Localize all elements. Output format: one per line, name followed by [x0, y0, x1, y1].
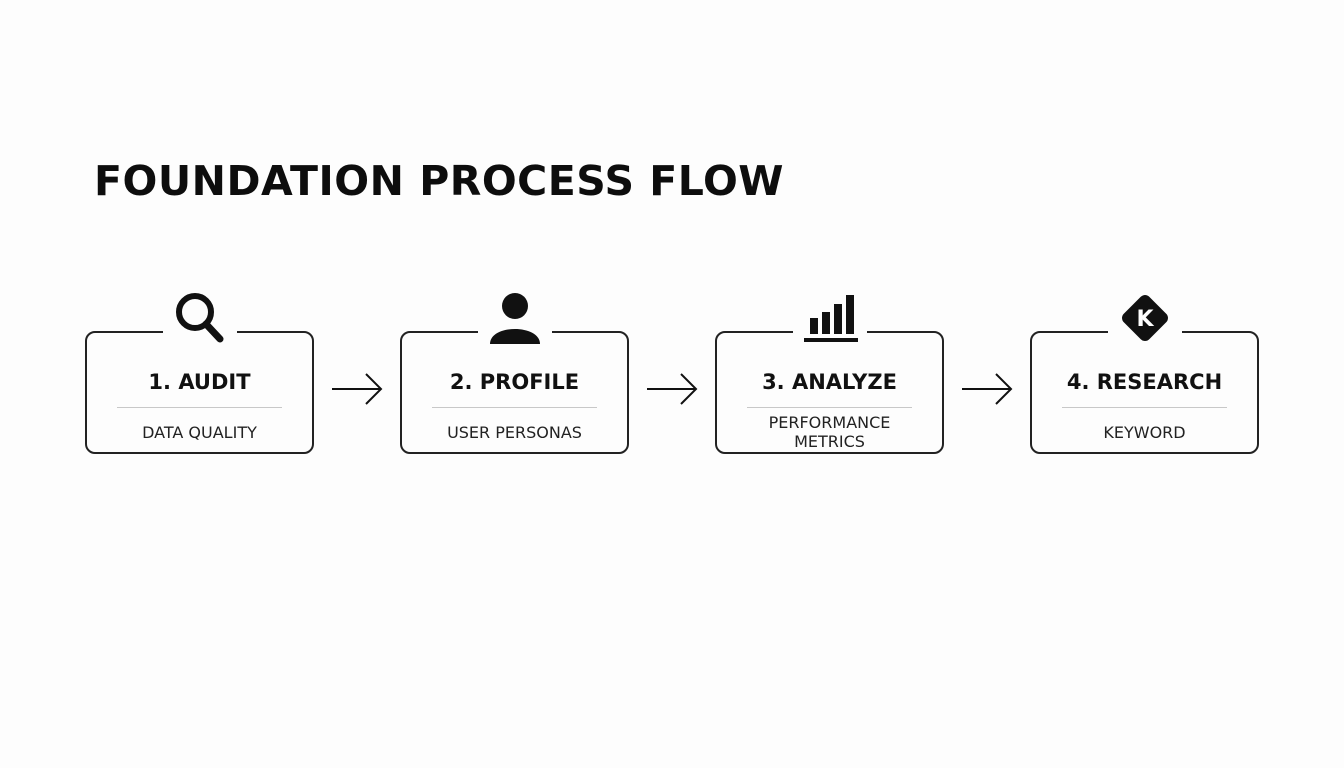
arrow-right-icon: [647, 373, 698, 405]
step-title: 3. ANALYZE: [762, 370, 897, 394]
divider: [432, 407, 597, 408]
step-title: 2. PROFILE: [449, 370, 580, 394]
arrow-right-icon: [962, 373, 1013, 405]
step-title: 4. RESEARCH: [1066, 370, 1223, 394]
divider: [117, 407, 282, 408]
step-audit: 1. AUDIT DATA QUALITY: [85, 286, 314, 454]
step-subtitle: PERFORMANCE METRICS: [768, 413, 891, 451]
step-subtitle: USER PERSONAS: [447, 422, 582, 442]
step-profile: 2. PROFILE USER PERSONAS: [400, 286, 629, 454]
step-research: K 4. RESEARCH KEYWORD: [1030, 286, 1259, 454]
divider: [1062, 407, 1227, 408]
diagram-title: FOUNDATION PROCESS FLOW: [94, 157, 785, 205]
magnifier-icon: [162, 286, 237, 348]
step-analyze: 3. ANALYZE PERFORMANCE METRICS: [715, 286, 944, 454]
step-subtitle: DATA QUALITY: [142, 422, 257, 442]
divider: [747, 407, 912, 408]
step-title: 1. AUDIT: [148, 370, 251, 394]
user-icon: [477, 286, 552, 348]
arrow-right-icon: [332, 373, 383, 405]
step-subtitle: KEYWORD: [1103, 422, 1186, 442]
keyword-k-icon: K: [1107, 286, 1182, 348]
svg-text:K: K: [1136, 307, 1154, 332]
bar-chart-icon: [792, 286, 867, 348]
